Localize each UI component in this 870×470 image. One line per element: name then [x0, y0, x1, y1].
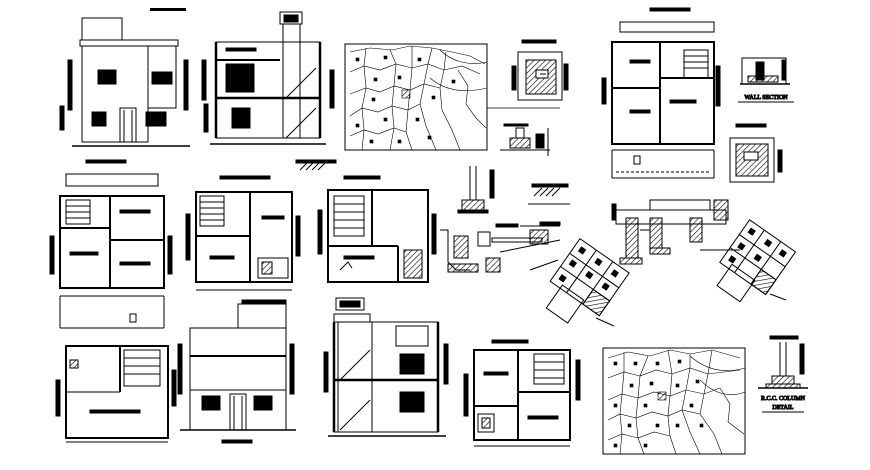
column-layout-1: [549, 237, 630, 317]
floor-plan-3: [185, 175, 301, 291]
floor-plan-1: [601, 7, 721, 179]
rear-elevation: [177, 299, 296, 444]
footing-details: [440, 166, 561, 273]
building-section-2: [323, 297, 449, 437]
roof-plan: [55, 345, 177, 443]
site-plan-1: [344, 43, 560, 151]
floor-plan-4: [463, 339, 581, 447]
wall-section-label: WALL SECTION: [744, 95, 788, 101]
wall-section: WALL SECTION: [738, 57, 794, 103]
column-layout-2-extension: [716, 263, 787, 303]
site-plan-2: [602, 347, 746, 455]
foundation-detail-1: [500, 123, 550, 156]
foundation-section-2: [611, 199, 740, 265]
rcc-column-detail: R.C.C. COLUMN DETAIL: [758, 335, 808, 413]
rcc-column-label: R.C.C. COLUMN: [761, 396, 806, 402]
floor-plan-2: [49, 159, 173, 329]
column-layout-1-extension: [529, 259, 615, 327]
front-elevation-1: [59, 8, 190, 147]
column-layout-2: [719, 219, 797, 296]
terrace-plan: [317, 175, 437, 283]
column-detail-2: [729, 123, 783, 183]
building-section-1: [201, 11, 335, 145]
column-detail-1: [511, 39, 569, 101]
detail-label: DETAIL: [772, 405, 794, 411]
beam-detail-icons: [295, 159, 570, 205]
